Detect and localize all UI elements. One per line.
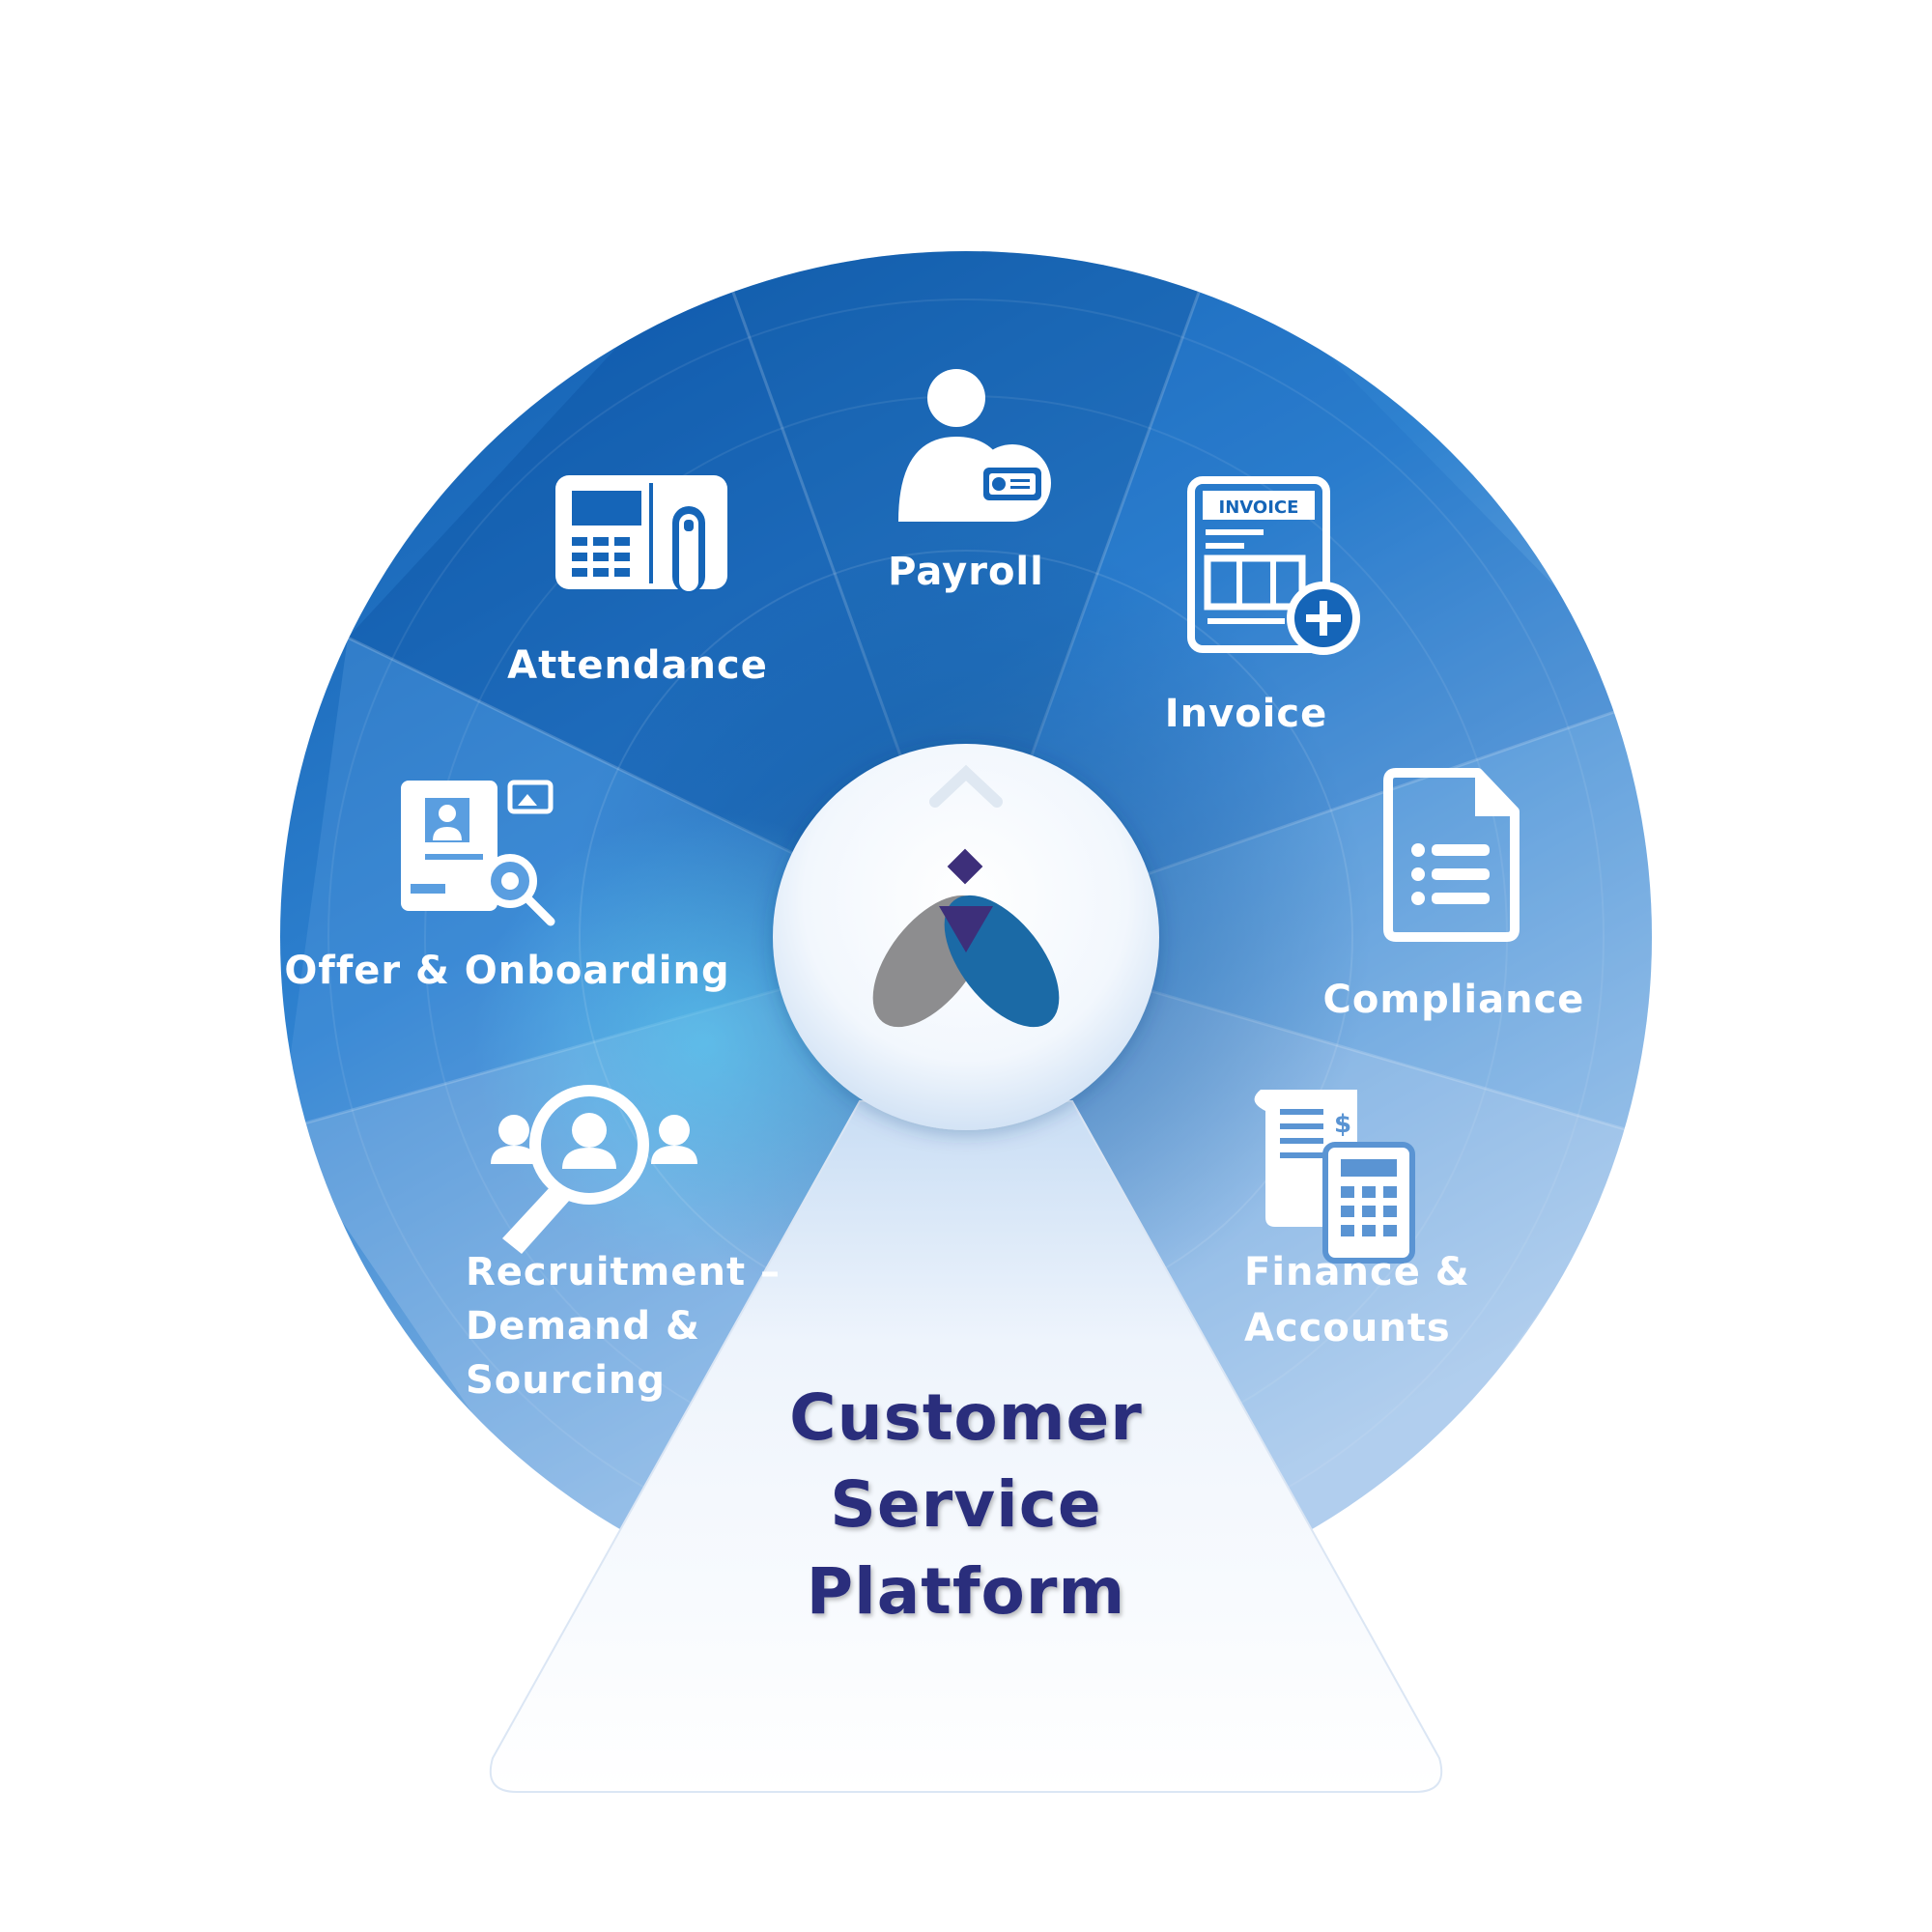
segment-group-finance: $ Finance & Accounts [1244, 1090, 1470, 1350]
company-logo [872, 848, 1060, 1028]
segment-group-attendance: Attendance [507, 475, 768, 688]
segment-label-attendance: Attendance [507, 643, 768, 688]
segment-label-recruitment-line-1: Recruitment – [466, 1250, 781, 1294]
svg-text:$: $ [1334, 1110, 1351, 1139]
invoice-icon-text: INVOICE [1219, 497, 1299, 518]
segment-group-recruitment: Recruitment – Demand & Sourcing [466, 1085, 781, 1403]
platform-triangle [489, 1100, 1443, 1793]
segment-label-finance-line-2: Accounts [1244, 1306, 1451, 1350]
segment-label-invoice: Invoice [1165, 692, 1327, 736]
segment-label-onboarding: Offer & Onboarding [284, 949, 729, 993]
chevron-up-icon [929, 764, 1003, 808]
onboarding-profile-icon [401, 780, 555, 926]
segment-group-payroll: Payroll [888, 369, 1051, 594]
compliance-document-icon [1383, 768, 1520, 942]
segment-label-payroll: Payroll [888, 550, 1044, 594]
segment-label-finance-line-1: Finance & [1244, 1250, 1470, 1294]
segment-group-invoice: INVOICE Invoice [1165, 476, 1360, 736]
platform-label-line-2: Service [830, 1467, 1101, 1542]
segment-label-compliance: Compliance [1323, 978, 1585, 1022]
segment-group-compliance: Compliance [1323, 768, 1585, 1022]
segment-group-onboarding: Offer & Onboarding [284, 780, 729, 993]
segment-label-recruitment-line-2: Demand & [466, 1304, 700, 1349]
invoice-document-icon: INVOICE [1187, 476, 1360, 655]
platform-label-line-3: Platform [807, 1554, 1125, 1629]
payroll-person-icon [898, 369, 1051, 522]
calculator-receipt-icon: $ [1254, 1090, 1415, 1264]
segment-label-recruitment-line-3: Sourcing [466, 1358, 666, 1403]
recruitment-magnifier-icon [491, 1085, 697, 1254]
platform-label-line-1: Customer [789, 1380, 1143, 1455]
attendance-fingerprint-icon [555, 475, 727, 593]
